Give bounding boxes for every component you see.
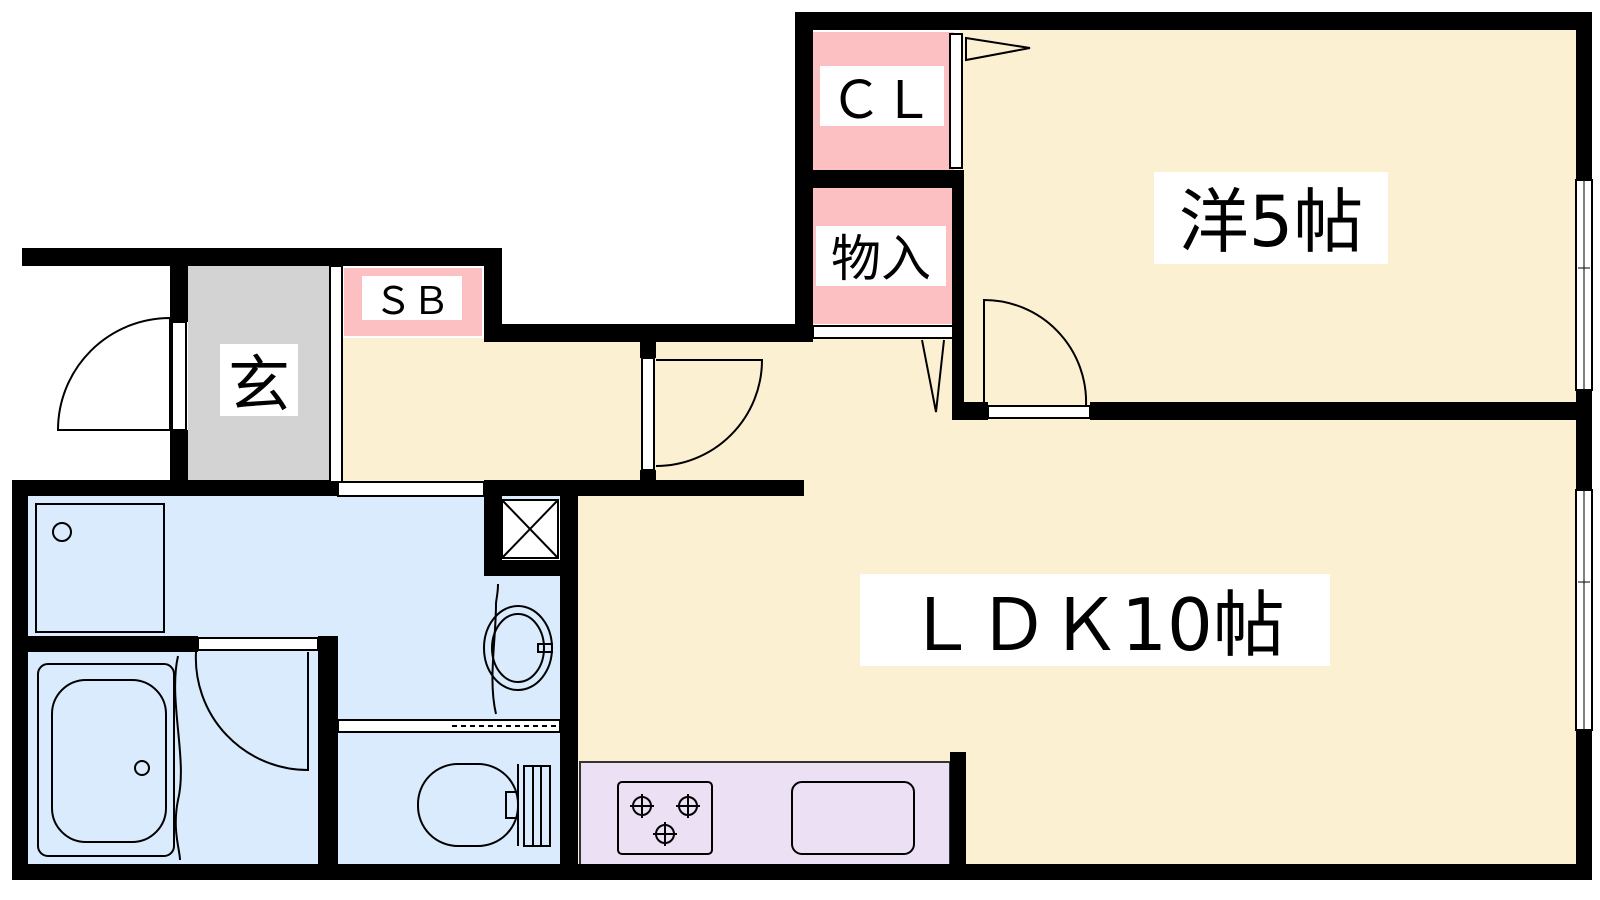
washing-machine bbox=[35, 503, 165, 633]
storage-label: 物入 bbox=[831, 230, 931, 288]
door-swings bbox=[56, 36, 1088, 772]
gas-stove bbox=[617, 781, 713, 855]
door-swing-hallway bbox=[655, 359, 764, 467]
shoebox-label: ＳＢ bbox=[374, 279, 450, 323]
door-swing-western bbox=[983, 298, 1088, 407]
bathtub bbox=[37, 655, 182, 861]
door-frame-entrance bbox=[171, 321, 187, 431]
entrance-label: 玄 bbox=[228, 348, 290, 421]
door-frame-hall-ldk bbox=[641, 357, 655, 471]
door-frame-toilet bbox=[337, 719, 561, 733]
door-swing-bath bbox=[194, 651, 309, 772]
door-swing-entrance bbox=[56, 317, 171, 431]
door-frame-storage bbox=[812, 325, 954, 339]
door-swing-storage bbox=[921, 339, 945, 413]
door-frame-closet bbox=[949, 33, 963, 169]
ldk-label: ＬＤＫ10帖 bbox=[905, 583, 1285, 667]
closet-label: ＣＬ bbox=[830, 71, 934, 131]
door-frame-hall-wash bbox=[337, 481, 485, 497]
door-frame-shoebox bbox=[329, 265, 343, 483]
toilet bbox=[417, 763, 551, 847]
door-frame-bath bbox=[197, 637, 319, 651]
door-swing-closet bbox=[965, 36, 1031, 62]
wash-basin bbox=[483, 583, 553, 715]
pipe-shaft-cross bbox=[501, 499, 559, 559]
western-room-label: 洋5帖 bbox=[1179, 181, 1364, 263]
door-frame-western bbox=[987, 405, 1091, 419]
hallway-upper-floor bbox=[808, 330, 960, 410]
kitchen-sink bbox=[791, 781, 915, 855]
